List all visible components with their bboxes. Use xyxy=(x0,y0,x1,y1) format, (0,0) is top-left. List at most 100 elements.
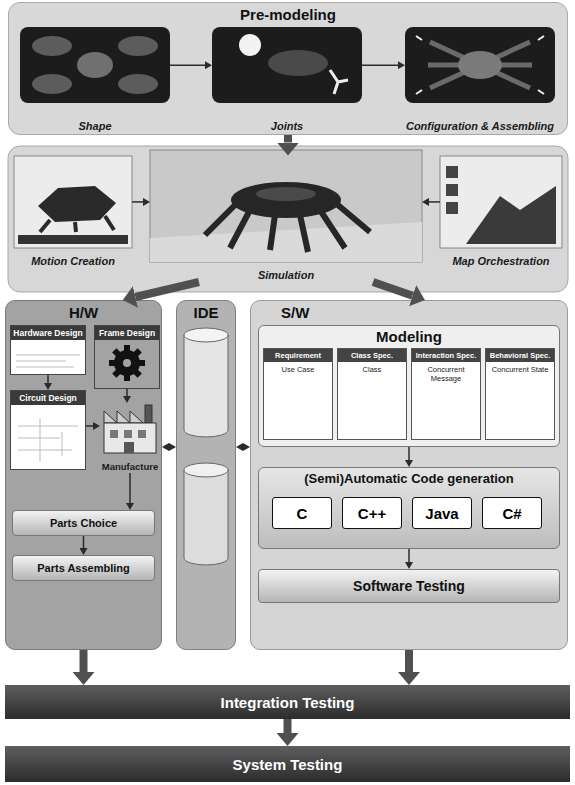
map-thumbnail xyxy=(440,156,562,248)
node-text: Use Case xyxy=(264,362,332,377)
flow-arrow xyxy=(405,650,413,672)
database-cylinder-part xyxy=(184,463,228,477)
spec-card: RequirementUse Case xyxy=(263,348,333,440)
database-cylinder-part xyxy=(184,335,228,437)
joints-thumbnail-part xyxy=(268,50,328,76)
language-box: Java xyxy=(412,497,472,529)
frame-gear-part xyxy=(123,359,131,367)
frame-gear xyxy=(109,345,145,381)
node-text: (Semi)Automatic Code generation xyxy=(259,468,559,488)
hardware-sketch-part xyxy=(16,355,80,367)
database-cylinder xyxy=(184,328,228,437)
factory-icon-part xyxy=(104,411,143,423)
connector-arrow xyxy=(170,64,205,66)
node-text: Integration Testing xyxy=(5,694,570,711)
connectors xyxy=(48,65,440,733)
shape-thumbnail-part xyxy=(118,36,158,56)
factory-icon-part xyxy=(138,430,146,438)
connector-arrow xyxy=(362,64,398,66)
spec-card: Class Spec.Class xyxy=(337,348,407,440)
flow-arrow xyxy=(80,650,88,672)
node-text: System Testing xyxy=(5,756,570,773)
node-text: Parts Choice xyxy=(13,517,154,529)
node-text: Software Testing xyxy=(259,578,559,594)
configuration-thumbnail xyxy=(405,27,555,103)
node-text: Parts Assembling xyxy=(13,562,154,574)
map-thumbnail-part xyxy=(440,156,562,248)
configuration-thumbnail-part xyxy=(416,36,544,94)
motion-thumbnail-part xyxy=(18,235,128,244)
factory-icon-part xyxy=(124,430,132,438)
shape-thumbnail-part xyxy=(32,74,72,94)
shape-thumbnail-part xyxy=(118,74,158,94)
factory-icon-part xyxy=(145,405,152,423)
testing-band: Integration Testing xyxy=(5,685,570,719)
node-text: IDE xyxy=(179,304,233,322)
language-box: C++ xyxy=(342,497,402,529)
node-text: H/W xyxy=(14,304,153,322)
node-text: Behavioral Spec. xyxy=(486,349,554,362)
simulation-thumbnail-part xyxy=(150,150,422,262)
step-bar: Parts Choice xyxy=(12,510,155,536)
factory-icon-part xyxy=(110,430,118,438)
map-thumbnail-part xyxy=(446,166,458,178)
flow-arrow xyxy=(284,135,292,143)
database-cylinder-part xyxy=(184,470,228,565)
factory-icon xyxy=(104,405,156,453)
hardware-sketch xyxy=(16,355,80,367)
language-box: C xyxy=(272,497,332,529)
node-text: Hardware Design xyxy=(11,326,85,340)
database-cylinder-part xyxy=(184,328,228,342)
design-card: Circuit Design xyxy=(10,390,86,470)
joints-thumbnail-part xyxy=(330,70,348,94)
factory-icon-part xyxy=(104,423,156,453)
connector-arrow xyxy=(47,375,49,383)
connector-arrow xyxy=(132,201,143,203)
simulation-thumbnail-part xyxy=(256,187,316,201)
node-text: Joints xyxy=(212,120,362,133)
shape-thumbnail xyxy=(20,27,170,103)
node-text: Pre-modeling xyxy=(17,6,559,24)
configuration-thumbnail-part xyxy=(405,27,555,103)
motion-thumbnail-part xyxy=(40,216,114,232)
spec-card: Behavioral Spec.Concurrent State xyxy=(485,348,555,440)
node-text: Requirement xyxy=(264,349,332,362)
node-text: Interaction Spec. xyxy=(412,349,480,362)
node-text: Class xyxy=(338,362,406,377)
node-text: C# xyxy=(483,505,541,522)
node-text: Concurrent Message xyxy=(412,362,480,386)
joints-thumbnail xyxy=(212,27,362,103)
group-box: (Semi)Automatic Code generationC C++ Java C… xyxy=(258,467,560,549)
node-text: Class Spec. xyxy=(338,349,406,362)
group-box: ModelingRequirementUse CaseClass Spec.Cl… xyxy=(258,325,560,447)
connector-arrow xyxy=(408,549,410,562)
flow-arrow xyxy=(135,282,199,297)
node-text: Motion Creation xyxy=(14,255,132,268)
node-text: Manufacture xyxy=(100,462,160,473)
map-thumbnail-part xyxy=(446,184,458,196)
motion-thumbnail-part xyxy=(14,156,132,248)
connector-arrow xyxy=(408,447,410,460)
panel-ground xyxy=(8,146,568,292)
motion-thumbnail xyxy=(14,156,132,248)
factory-icon-part xyxy=(124,442,134,453)
node-text: Circuit Design xyxy=(11,391,85,405)
testing-band: System Testing xyxy=(5,746,570,782)
connector-arrow xyxy=(129,473,131,503)
connector-arrow xyxy=(86,425,93,427)
node-text: Java xyxy=(413,505,471,522)
connector-arrow xyxy=(429,201,440,203)
connector-arrow xyxy=(83,536,85,548)
joints-thumbnail-part xyxy=(239,34,261,56)
node-text: C xyxy=(273,505,331,522)
step-bar: Parts Assembling xyxy=(12,555,155,581)
configuration-thumbnail-part xyxy=(458,51,502,79)
connector-arrow xyxy=(126,389,128,396)
map-thumbnail-part xyxy=(446,202,458,214)
flow-arrow xyxy=(284,719,292,733)
frame-gear-part xyxy=(114,350,140,376)
node-text: Simulation xyxy=(150,269,422,282)
node-text: Map Orchestration xyxy=(440,255,562,268)
database-cylinder xyxy=(184,463,228,565)
